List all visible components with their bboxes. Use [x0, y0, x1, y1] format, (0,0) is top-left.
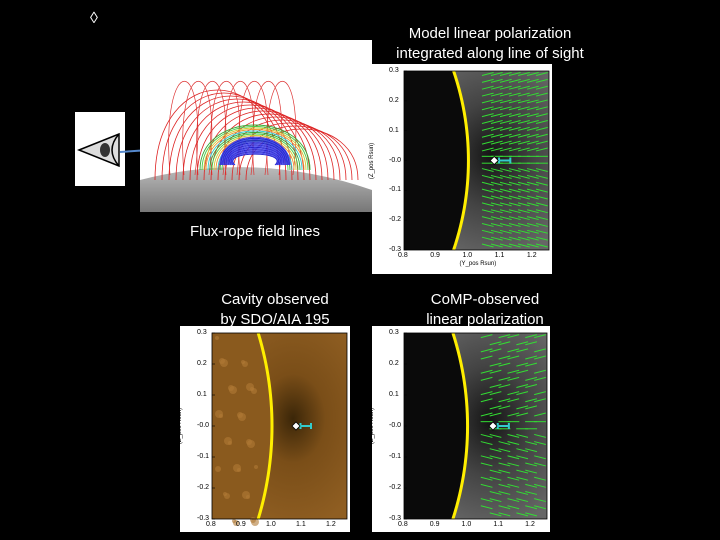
cavity-caption-line1: Cavity observed: [221, 291, 329, 308]
model-caption-line2: integrated along line of sight: [396, 45, 584, 62]
y-tick-label: -0.2: [197, 484, 210, 491]
y-tick-label: 0.1: [389, 391, 399, 398]
x-tick-label: 1.1: [494, 252, 505, 259]
y-tick-label: 0.2: [389, 360, 399, 367]
x-tick-label: 0.9: [236, 521, 246, 528]
y-tick-label: -0.3: [389, 515, 402, 522]
x-tick-label: 1.0: [462, 252, 473, 259]
flux-rope-image: [140, 40, 372, 212]
y-tick-label: -0.1: [389, 186, 402, 194]
x-tick-label: 0.8: [398, 252, 408, 259]
y-tick-label: 0.3: [197, 329, 207, 336]
cavity-caption-line2: by SDO/AIA 195: [220, 311, 330, 328]
x-tick-label: 0.9: [429, 521, 440, 528]
diamond-marker: ◊: [90, 10, 98, 27]
y-tick-label: -0.3: [197, 515, 210, 522]
x-axis-label: (Y_pos Rsun): [459, 261, 497, 267]
y-axis-label: (Z_pos Rsun): [369, 142, 376, 179]
y-axis-label: (Z_pos Rsun): [177, 407, 184, 445]
x-tick-label: 0.8: [398, 521, 408, 528]
cavity-caption: Cavity observed by SDO/AIA 195: [200, 290, 350, 330]
comp-caption-line1: CoMP-observed: [430, 291, 540, 308]
x-tick-label: 0.8: [206, 521, 216, 528]
y-tick-label: 0.1: [197, 391, 207, 398]
y-tick-label: 0.1: [389, 126, 399, 134]
y-tick-label: 0.2: [197, 360, 207, 367]
eye-icon: [75, 112, 125, 186]
y-tick-label: -0.2: [389, 216, 402, 224]
x-tick-label: 1.1: [296, 521, 306, 528]
x-tick-label: 1.2: [326, 521, 336, 528]
y-tick-label: 0.3: [389, 67, 399, 74]
x-tick-label: 1.1: [493, 521, 504, 528]
y-tick-label: -0.0: [197, 422, 210, 429]
model-caption-line1: Model linear polarization: [408, 25, 572, 42]
y-axis-label: (Z_pos Rsun): [369, 407, 376, 445]
y-tick-label: -0.0: [389, 422, 402, 429]
y-tick-label: -0.2: [389, 484, 402, 491]
comp-caption: CoMP-observed linear polarization: [405, 290, 565, 330]
comp-caption-line2: linear polarization: [426, 311, 544, 328]
x-tick-label: 0.9: [430, 252, 440, 259]
y-tick-label: -0.0: [389, 156, 402, 164]
fluxrope-caption: Flux-rope field lines: [189, 223, 321, 240]
y-tick-label: -0.1: [389, 453, 402, 460]
y-tick-label: 0.3: [389, 329, 399, 336]
x-tick-label: 1.0: [461, 521, 472, 528]
x-tick-label: 1.2: [526, 252, 537, 259]
x-tick-label: 1.2: [525, 521, 535, 528]
model-caption: Model linear polarization integrated alo…: [370, 24, 610, 64]
y-tick-label: 0.2: [389, 96, 399, 104]
y-tick-label: -0.1: [197, 453, 210, 460]
x-tick-label: 1.0: [266, 521, 276, 528]
y-tick-label: -0.3: [389, 246, 402, 253]
